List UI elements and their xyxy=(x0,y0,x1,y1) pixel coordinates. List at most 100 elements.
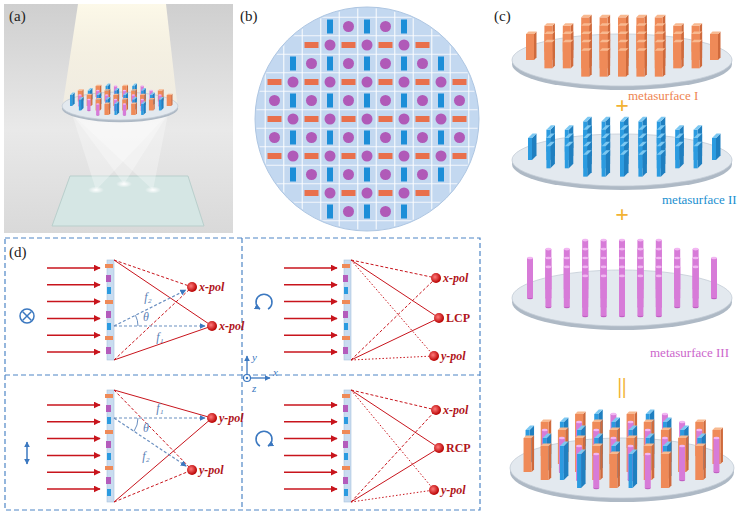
cylindrical-pillar xyxy=(711,258,717,298)
pillar-top xyxy=(560,442,569,447)
pillar-side xyxy=(153,98,154,110)
axis-label: x xyxy=(273,367,278,378)
pillar-top xyxy=(593,453,599,456)
focal-point xyxy=(429,485,439,495)
rectangle-element xyxy=(305,79,319,85)
incident-arrow xyxy=(47,455,100,457)
cylinder-element xyxy=(399,114,410,125)
rectangle-element xyxy=(416,190,430,196)
focus-label: y-pol xyxy=(441,484,466,496)
grid-line xyxy=(265,4,266,234)
meta-atom xyxy=(343,275,348,282)
pillar-top xyxy=(123,93,128,95)
rectangle-element xyxy=(401,94,407,108)
grid-line xyxy=(505,4,506,234)
rectangle-element xyxy=(305,42,319,48)
operator-sign: + xyxy=(615,93,629,117)
pillar-top xyxy=(97,93,102,95)
pillar-top xyxy=(646,434,655,439)
pillar-top xyxy=(636,40,647,43)
focusing-ray xyxy=(114,390,192,470)
focus-label: x-pol xyxy=(443,404,468,416)
pillar-top xyxy=(96,85,102,86)
pillar-top xyxy=(564,248,570,251)
focal-length-label: f₁ xyxy=(156,402,164,414)
pillar-top xyxy=(541,444,552,447)
pillar-top xyxy=(636,48,647,51)
panel-c xyxy=(510,15,734,502)
pillar-top xyxy=(545,266,551,269)
cylinder-element xyxy=(343,169,354,180)
meta-atom xyxy=(105,430,113,434)
incident-arrow xyxy=(284,488,337,490)
pillar-top xyxy=(711,257,717,260)
rectangle-element xyxy=(364,94,370,108)
cylinder-element xyxy=(325,40,336,51)
focusing-ray xyxy=(351,390,436,410)
rectangular-pillar xyxy=(583,155,587,177)
pillar-top xyxy=(629,450,638,455)
rectangular-pillar xyxy=(141,104,143,115)
focal-point xyxy=(187,282,197,292)
pillar-top xyxy=(656,239,662,242)
pillar-top xyxy=(611,418,620,423)
pillar-top xyxy=(96,98,102,99)
pillar-top xyxy=(601,266,607,269)
pillar-top xyxy=(662,437,668,440)
cylindrical-pillar xyxy=(674,267,680,307)
pillar-top xyxy=(87,94,93,95)
panel-label: (d) xyxy=(9,245,27,260)
pillar-top xyxy=(609,452,620,455)
pillar-top xyxy=(594,410,603,415)
rectangle-element xyxy=(379,42,393,48)
polarization-icon xyxy=(256,431,272,446)
meta-atom xyxy=(344,287,348,294)
panel-b xyxy=(247,0,506,258)
rectangle-element xyxy=(342,116,356,122)
pillar-top xyxy=(114,99,117,100)
rectangular-pillar xyxy=(114,104,116,115)
rectangle-element xyxy=(438,57,444,71)
rectangle-element xyxy=(364,131,370,145)
pillar-side xyxy=(718,32,721,61)
pillar-top xyxy=(661,452,672,455)
pillar-top xyxy=(673,23,684,26)
meta-atom xyxy=(342,394,350,398)
incident-arrow xyxy=(47,334,100,336)
pillar-top xyxy=(114,85,117,86)
pillar-top xyxy=(106,97,111,99)
rectangle-element xyxy=(416,153,430,159)
pillar-top xyxy=(620,150,629,155)
focal-point xyxy=(207,321,217,331)
grid-line xyxy=(252,183,482,184)
pillar-top xyxy=(637,275,643,278)
pillar-top xyxy=(646,410,655,415)
axis-origin xyxy=(246,377,248,379)
focusing-ray xyxy=(351,410,436,502)
cylinder-element xyxy=(399,151,410,162)
meta-atom xyxy=(105,466,113,470)
pillar-top xyxy=(582,257,588,260)
divider-line xyxy=(241,238,242,510)
rectangular-pillar xyxy=(712,138,716,160)
pillar-top xyxy=(583,142,592,147)
rectangular-pillar xyxy=(655,51,663,77)
pillar-top xyxy=(657,134,666,139)
rectangle-element xyxy=(401,168,407,182)
pillar-top xyxy=(661,428,672,431)
pillar-top xyxy=(637,266,643,269)
pillar-top xyxy=(619,239,625,242)
rectangular-pillar xyxy=(560,446,564,480)
axis-label: y xyxy=(252,352,257,363)
incident-arrow xyxy=(47,421,100,423)
rectangular-pillar xyxy=(563,42,571,68)
rectangle-element xyxy=(305,116,319,122)
cylinder-element xyxy=(436,77,447,88)
incident-arrow xyxy=(284,471,337,473)
pillar-side xyxy=(136,103,137,115)
rectangle-element xyxy=(453,79,467,85)
pillar-top xyxy=(123,90,126,91)
focus-label: x-pol xyxy=(199,281,224,293)
pillar-top xyxy=(693,266,699,269)
pillar-top xyxy=(710,32,721,35)
